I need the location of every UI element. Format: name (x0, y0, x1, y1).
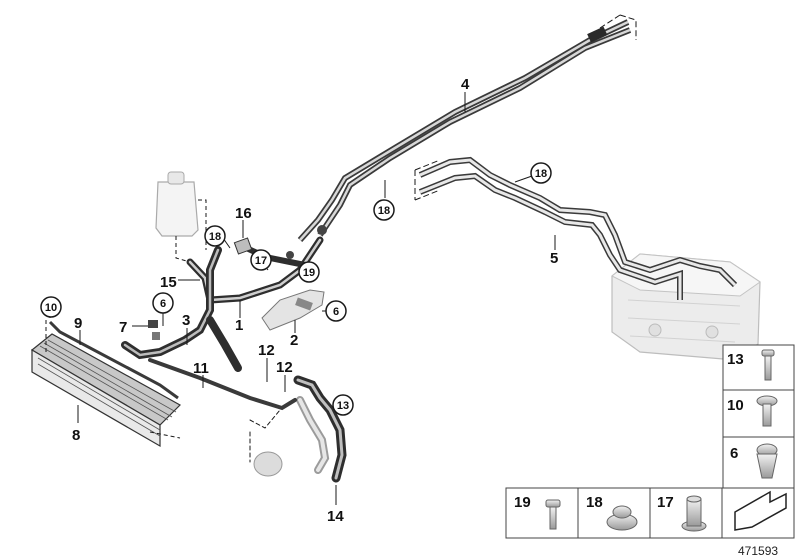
callout-15: 15 (160, 274, 177, 291)
callout-8: 8 (72, 427, 80, 444)
callout-3: 3 (182, 312, 190, 329)
table-label-6: 6 (730, 445, 738, 462)
callout-7: 7 (119, 319, 127, 336)
table-label-13: 13 (727, 351, 744, 368)
callout-labels: 4 5 16 15 1 2 3 7 9 8 11 12 12 14 (72, 76, 558, 525)
circled-callouts: 10 6 6 18 17 19 18 18 (40, 162, 552, 416)
table-label-19: 19 (514, 494, 531, 511)
coolant-pipe-5 (414, 156, 738, 300)
svg-text:13: 13 (337, 400, 349, 412)
arrow-icon (734, 490, 787, 531)
svg-text:19: 19 (303, 267, 315, 279)
table-label-17: 17 (657, 494, 674, 511)
parts-table-bottom: 19 18 17 (505, 487, 795, 539)
radiator (30, 320, 181, 448)
clip-icon (756, 443, 778, 479)
callout-12-b: 12 (276, 359, 293, 376)
callout-1: 1 (235, 317, 243, 334)
callout-12-a: 12 (258, 342, 275, 359)
fittings (148, 225, 327, 340)
callout-circle-19: 19 (298, 261, 320, 283)
hose-cluster (121, 236, 347, 483)
callout-2: 2 (290, 332, 298, 349)
diagram-id: 471593 (738, 544, 778, 558)
svg-text:18: 18 (209, 231, 221, 243)
nut-icon (606, 505, 638, 531)
svg-text:18: 18 (535, 168, 547, 180)
table-label-10: 10 (727, 397, 744, 414)
expansion-tank (155, 171, 207, 263)
table-label-18: 18 (586, 494, 603, 511)
callout-circle-18a: 18 (204, 225, 226, 247)
svg-text:17: 17 (255, 255, 267, 267)
screw-icon (756, 395, 778, 427)
callout-circle-10: 10 (40, 296, 62, 318)
svg-text:6: 6 (160, 298, 166, 310)
coolant-pipe-4 (297, 14, 637, 243)
callout-16: 16 (235, 205, 252, 222)
svg-text:10: 10 (45, 302, 57, 314)
callout-circle-6a: 6 (152, 292, 174, 314)
svg-text:18: 18 (378, 205, 390, 217)
callout-5: 5 (550, 250, 558, 267)
bolt-icon (545, 499, 561, 530)
callout-circle-18b: 18 (373, 199, 395, 221)
parts-table-right: 13 10 6 (722, 344, 795, 496)
svg-text:6: 6 (333, 306, 339, 318)
bolt-icon (761, 349, 775, 381)
callout-4: 4 (461, 76, 470, 93)
callout-11: 11 (193, 360, 209, 377)
callout-circle-18c: 18 (530, 162, 552, 184)
electric-drive-unit (611, 253, 761, 361)
callout-circle-17: 17 (250, 249, 272, 271)
sleeve-icon (681, 495, 707, 532)
callout-circle-13: 13 (332, 394, 354, 416)
callout-circle-6b: 6 (325, 300, 347, 322)
callout-9: 9 (74, 315, 82, 332)
callout-14: 14 (327, 508, 344, 525)
